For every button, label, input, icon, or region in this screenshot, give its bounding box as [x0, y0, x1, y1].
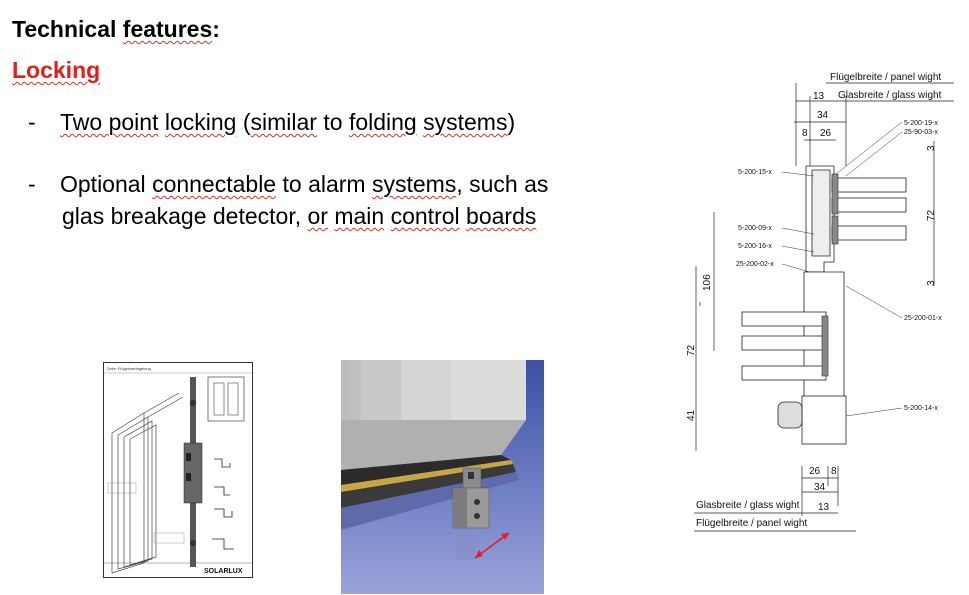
- dim-3-upper: 3: [926, 145, 937, 151]
- label-panel-width-bottom: Flügelbreite / panel wight: [696, 518, 807, 529]
- label-glass-width-top: Glasbreite / glass wight: [838, 90, 942, 101]
- part-5-200-16: 5-200-16-x: [738, 243, 772, 250]
- label-panel-width-top: Flügelbreite / panel wight: [830, 72, 941, 83]
- dim-3-lower: 3: [926, 280, 937, 286]
- section-drawing-svg: Flügelbreite / panel wight Glasbreite / …: [686, 72, 954, 532]
- assembly-header: Zeile: Flügelverriegelung: [107, 366, 151, 371]
- dim-8-bottom: 8: [831, 466, 837, 477]
- label-glass-width-bottom: Glasbreite / glass wight: [696, 500, 800, 511]
- dim-13-top: 13: [813, 91, 825, 102]
- section-heading: Locking: [12, 57, 101, 83]
- part-5-200-15: 5-200-15-x: [738, 169, 772, 176]
- dim-72-right: 72: [926, 209, 937, 221]
- dim-106: 106: [702, 274, 713, 291]
- part-5-200-14: 5-200-14-x: [904, 405, 938, 412]
- slide-title: Technical features:: [12, 16, 220, 42]
- dim-26-bottom: 26: [809, 466, 821, 477]
- part-25-200-02: 25-200-02-x: [736, 261, 774, 268]
- dim-26-top: 26: [820, 128, 832, 139]
- brand-logo: SOLARLUX: [204, 568, 243, 575]
- part-25-90-03: 25-90-03-x: [904, 129, 938, 136]
- locking-3d-render: [341, 360, 544, 594]
- locking-assembly-drawing: Zeile: Flügelverriegelung: [103, 362, 253, 578]
- dim-41: 41: [686, 409, 697, 421]
- dim-34-top: 34: [817, 110, 829, 121]
- dim-8-top: 8: [802, 128, 808, 139]
- render-svg: [341, 360, 544, 594]
- part-25-200-01: 25-200-01-x: [904, 315, 942, 322]
- dim-72-left: 72: [686, 344, 697, 356]
- profile-section-drawing: Flügelbreite / panel wight Glasbreite / …: [686, 66, 964, 536]
- dim-34-bottom: 34: [814, 482, 826, 493]
- part-5-200-09: 5-200-09-x: [738, 225, 772, 232]
- assembly-drawing-svg: Zeile: Flügelverriegelung: [104, 366, 252, 575]
- part-5-200-19: 5-200-19-x: [904, 120, 938, 127]
- dim-13-bottom: 13: [818, 502, 830, 513]
